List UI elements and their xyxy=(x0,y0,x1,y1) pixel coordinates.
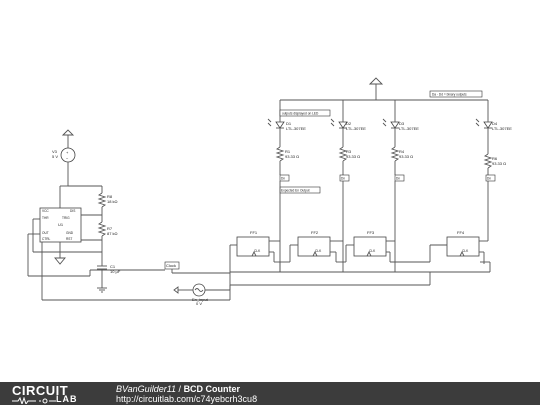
d2-ref: D2 xyxy=(346,121,352,126)
u1-ref: U1 xyxy=(58,222,64,227)
resistor-r1[interactable]: R1 93.33 Ω xyxy=(275,146,299,162)
logo-wave-icon xyxy=(12,397,56,404)
resistor-r3[interactable]: R3 93.33 Ω xyxy=(338,146,360,162)
u1-pin-thr: THR xyxy=(42,216,49,220)
r1-ref: R1 xyxy=(285,149,291,154)
ff4-ref: FF4 xyxy=(457,230,465,235)
r1-value: 93.33 Ω xyxy=(285,154,299,159)
net-label-d0[interactable]: Dn xyxy=(279,174,290,182)
d1-part: LTL-307EE xyxy=(286,126,306,131)
ff3-ref: FF3 xyxy=(367,230,375,235)
v3-minus: − xyxy=(66,156,69,161)
ground-c1 xyxy=(97,287,107,293)
note-expected-output[interactable]: Expected En Output xyxy=(279,186,321,194)
en-input-ref: En_input xyxy=(192,297,209,302)
note-expected-text: Expected En Output xyxy=(281,189,310,193)
r7-value: 87 kΩ xyxy=(107,231,118,236)
net-label-clock[interactable]: Clock xyxy=(164,261,180,270)
v3-plus: + xyxy=(66,150,69,155)
d0-label-text: Dn xyxy=(281,177,285,181)
v3-ref: V3 xyxy=(52,149,58,154)
d3-ref: D3 xyxy=(399,121,405,126)
flipflop-ff2[interactable]: FF2 CLK xyxy=(297,230,331,257)
ff2-clk: CLK xyxy=(315,249,322,253)
note-binary-outputs[interactable]: Da - Dd = binary outputs xyxy=(429,90,483,98)
ff4-clk: CLK xyxy=(462,249,469,253)
r7-ref: R7 xyxy=(107,226,113,231)
voltage-source-v3[interactable]: + − V3 5 V xyxy=(52,129,76,186)
resistor-r7[interactable]: R7 87 kΩ xyxy=(97,221,118,237)
u1-pin-trig: TRIG xyxy=(62,216,70,220)
net-label-d2[interactable]: Dn xyxy=(394,174,405,182)
author-name[interactable]: BVanGuilder11 xyxy=(116,384,177,394)
flipflop-ff1[interactable]: FF1 CLK xyxy=(236,230,270,257)
r3-value: 93.33 Ω xyxy=(346,154,360,159)
d1-label-text: Dn xyxy=(341,177,345,181)
schematic-drawing: + − V3 5 V R8 18 kΩ R7 87 kΩ C1 10 µF VC… xyxy=(27,77,512,306)
r8-ref: R8 xyxy=(107,194,113,199)
u1-pin-out: OUT xyxy=(42,231,49,235)
r8-value: 18 kΩ xyxy=(107,199,118,204)
u1-pin-vcc: VCC xyxy=(42,209,49,213)
d2-part: LTL-307EE xyxy=(346,126,366,131)
d4-ref: D4 xyxy=(492,121,498,126)
project-title: BVanGuilder11 / BCD Counter xyxy=(116,384,240,394)
note-binary-text: Da - Dd = binary outputs xyxy=(432,93,467,97)
resistor-r4[interactable]: R4 93.33 Ω xyxy=(390,146,413,162)
project-name: BCD Counter xyxy=(183,384,241,394)
ground-u1 xyxy=(54,257,66,265)
r4-ref: R4 xyxy=(399,149,405,154)
capacitor-c1[interactable]: C1 10 µF xyxy=(97,264,121,274)
schematic-canvas[interactable]: + − V3 5 V R8 18 kΩ R7 87 kΩ C1 10 µF VC… xyxy=(0,0,540,382)
u1-pin-rst: RST xyxy=(66,237,72,241)
v3-value: 5 V xyxy=(52,154,58,159)
u1-pin-gnd: GND xyxy=(66,231,74,235)
en-input-value: 0 V xyxy=(196,301,202,306)
ff1-ref: FF1 xyxy=(250,230,258,235)
vcc-rail-top xyxy=(280,77,488,101)
led-d2[interactable]: D2 LTL-307EE xyxy=(330,118,366,131)
resistor-r6[interactable]: R6 93.33 Ω xyxy=(483,153,506,169)
d3-label-text: Dn xyxy=(487,177,491,181)
u1-pin-dis: DIS xyxy=(70,209,75,213)
led-d4[interactable]: D4 LTL-307EE xyxy=(475,118,512,131)
r4-value: 93.33 Ω xyxy=(399,154,413,159)
led-d3[interactable]: D3 LTL-307EE xyxy=(382,118,419,131)
ff2-ref: FF2 xyxy=(311,230,319,235)
net-label-d1[interactable]: Dn xyxy=(339,174,350,182)
ff1-clk: CLK xyxy=(254,249,261,253)
d2-label-text: Dn xyxy=(396,177,400,181)
title-separator: / xyxy=(176,384,184,394)
clock-label-text: Clock xyxy=(166,263,176,268)
r3-ref: R3 xyxy=(346,149,352,154)
logo-circuit-text: CIRCUIT xyxy=(12,383,69,398)
project-url[interactable]: http://circuitlab.com/c74yebcrh3cu8 xyxy=(116,394,258,404)
note-led-outputs[interactable]: outputs displayed on LED xyxy=(279,109,331,117)
d1-ref: D1 xyxy=(286,121,292,126)
ff3-clk: CLK xyxy=(369,249,376,253)
resistor-r8[interactable]: R8 18 kΩ xyxy=(97,192,118,208)
logo-lab-text: LAB xyxy=(56,394,78,404)
footer-bar: CIRCUIT LAB BVanGuilder11 / BCD Counter … xyxy=(0,382,540,405)
d3-part: LTL-307EE xyxy=(399,126,419,131)
flipflop-ff3[interactable]: FF3 CLK xyxy=(353,230,387,257)
note-led-text: outputs displayed on LED xyxy=(282,112,319,116)
d4-part: LTL-307EE xyxy=(492,126,512,131)
r6-value: 93.33 Ω xyxy=(492,161,506,166)
net-label-d3[interactable]: Dn xyxy=(485,174,496,182)
c1-value: 10 µF xyxy=(110,269,121,274)
input-source-en[interactable]: En_input 0 V xyxy=(173,283,230,306)
flipflop-ff4[interactable]: FF4 CLK xyxy=(446,230,480,257)
c1-ref: C1 xyxy=(110,264,116,269)
led-d1[interactable]: D1 LTL-307EE xyxy=(267,118,306,131)
r6-ref: R6 xyxy=(492,156,498,161)
u1-pin-ctrl: CTRL xyxy=(42,237,51,241)
timer-u1[interactable]: VCC DIS THR TRIG U1 OUT GND CTRL RST xyxy=(39,207,82,243)
circuitlab-logo[interactable]: CIRCUIT LAB xyxy=(12,384,92,404)
